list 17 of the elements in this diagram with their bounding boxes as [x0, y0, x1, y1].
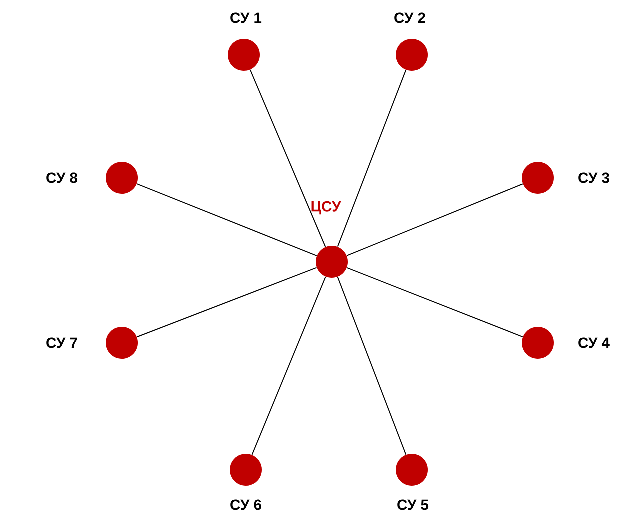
connector-line: [136, 184, 318, 256]
connector-line: [346, 184, 524, 256]
node-label: СУ 8: [46, 172, 78, 184]
connector-line: [346, 267, 524, 338]
connector-line: [337, 70, 407, 248]
connector-line: [252, 276, 326, 456]
node-label: СУ 3: [578, 172, 610, 184]
node-label: ЦСУ: [312, 201, 342, 215]
node-label: СУ 6: [230, 500, 262, 510]
node-label: СУ 4: [578, 338, 610, 348]
node-label: СУ 2: [394, 12, 426, 24]
connector-line: [337, 276, 407, 456]
node-label: СУ 5: [398, 500, 429, 510]
connector-line: [250, 69, 326, 248]
node-label: СУ 1: [230, 12, 262, 24]
connector-line: [136, 267, 318, 338]
node-label: СУ 7: [46, 338, 78, 348]
